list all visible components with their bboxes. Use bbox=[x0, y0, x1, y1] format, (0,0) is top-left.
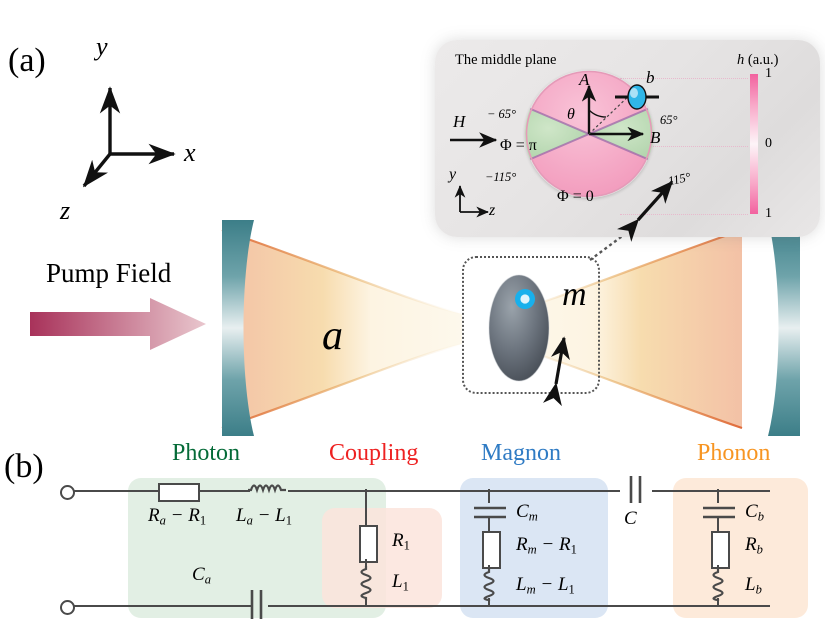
pump-field-arrow bbox=[30, 298, 206, 350]
colorbar-unit: (a.u.) bbox=[747, 52, 779, 68]
colorbar bbox=[750, 74, 758, 214]
wire-phonon-mid2 bbox=[717, 565, 720, 571]
cavity-beam bbox=[221, 228, 463, 430]
section-title-phonon: Phonon bbox=[697, 440, 771, 466]
colorbar-guide-bottom bbox=[620, 214, 748, 215]
label-coupling-inductor: L1 bbox=[392, 571, 409, 594]
panel-b-label: (b) bbox=[4, 448, 44, 485]
component-photon-capacitor bbox=[250, 590, 263, 619]
coordinate-axes bbox=[82, 86, 176, 188]
inset-axis-B: B bbox=[650, 128, 661, 147]
inset-b-label: b bbox=[646, 68, 655, 87]
inset-H-label: H bbox=[453, 112, 466, 131]
wire-magnon-mid1 bbox=[488, 517, 491, 531]
magnon-label: m bbox=[562, 276, 587, 313]
inset-b-particle bbox=[615, 84, 659, 110]
inset-H-arrow bbox=[450, 132, 498, 148]
component-photon-resistor bbox=[158, 483, 200, 502]
section-title-magnon: Magnon bbox=[481, 440, 561, 466]
wire-magnon-bottom bbox=[488, 598, 491, 606]
label-magnon-inductor: Lm − L1 bbox=[516, 574, 575, 597]
component-photon-inductor bbox=[248, 484, 286, 494]
cavity-mirror-right bbox=[768, 220, 800, 436]
wire-bottom-1 bbox=[73, 604, 251, 607]
wire-top-1 bbox=[73, 489, 160, 492]
colorbar-guide-mid bbox=[620, 146, 748, 147]
inset-theta-label: θ bbox=[567, 106, 575, 123]
label-photon-capacitor: Ca bbox=[192, 564, 211, 587]
label-magnon-capacitor: Cm bbox=[516, 501, 538, 524]
inset-AB-axes bbox=[581, 84, 645, 142]
wire-bottom-2 bbox=[268, 604, 770, 607]
pump-field-label: Pump Field bbox=[46, 258, 172, 288]
wire-coupling-top bbox=[365, 489, 368, 525]
component-magnon-resistor bbox=[482, 531, 501, 569]
label-phonon-capacitor: Cb bbox=[745, 501, 764, 524]
wire-top-4 bbox=[484, 489, 620, 492]
inset-axis-A: A bbox=[579, 70, 590, 89]
colorbar-tick-top: 1 bbox=[765, 66, 772, 81]
wire-top-5 bbox=[652, 489, 770, 492]
inset-phase-pi: Φ = π bbox=[500, 137, 537, 154]
label-phonon-resistor: Rb bbox=[745, 534, 763, 557]
wire-magnon-mid2 bbox=[488, 565, 491, 571]
colorbar-tick-mid: 0 bbox=[765, 136, 772, 151]
label-series-capacitor: C bbox=[624, 508, 637, 529]
label-magnon-resistor: Rm − R1 bbox=[516, 534, 577, 557]
component-coupling-inductor bbox=[360, 566, 372, 600]
inset-mini-axis-z: z bbox=[489, 202, 496, 219]
component-series-capacitor bbox=[629, 476, 642, 503]
colorbar-guide-top bbox=[620, 78, 748, 79]
inset-angle-upper-left: − 65° bbox=[487, 107, 517, 121]
colorbar-title: h (a.u.) bbox=[737, 52, 779, 68]
wire-coupling-bottom bbox=[365, 598, 368, 606]
component-phonon-inductor bbox=[712, 569, 724, 602]
terminal-top-left bbox=[60, 485, 75, 500]
section-title-photon: Photon bbox=[172, 440, 241, 466]
inset-phase-zero: Φ = 0 bbox=[557, 188, 594, 205]
phonon-section-box bbox=[673, 478, 808, 618]
terminal-bottom-left bbox=[60, 600, 75, 615]
label-photon-resistor: Ra − R1 bbox=[148, 505, 207, 528]
magnon-region-box bbox=[462, 256, 600, 394]
coupling-section-box bbox=[322, 508, 442, 608]
phonon-vibration-arrow bbox=[542, 336, 570, 407]
label-coupling-resistor: R1 bbox=[392, 530, 410, 553]
wire-phonon-top bbox=[717, 489, 720, 503]
inset-angle-lower-left: −115° bbox=[485, 170, 517, 184]
wire-top-2 bbox=[198, 489, 250, 492]
inset-mini-axes bbox=[454, 185, 489, 218]
colorbar-tick-bottom: 1 bbox=[765, 206, 772, 221]
wire-top-3 bbox=[288, 489, 484, 492]
component-coupling-resistor bbox=[359, 525, 378, 563]
wire-phonon-mid1 bbox=[717, 517, 720, 531]
axis-label-x: x bbox=[184, 138, 196, 167]
cavity-mirror-left bbox=[222, 220, 254, 436]
inset-angle-upper-right: 65° bbox=[660, 113, 678, 127]
wire-magnon-top bbox=[488, 489, 491, 503]
cavity-mode-label: a bbox=[322, 313, 343, 359]
axis-label-y: y bbox=[96, 32, 108, 61]
wire-phonon-bottom bbox=[717, 598, 720, 606]
inset-115-double-arrow bbox=[616, 180, 674, 242]
wire-coupling-mid bbox=[365, 559, 368, 569]
label-photon-inductor: La − L1 bbox=[236, 505, 293, 528]
component-magnon-inductor bbox=[483, 569, 495, 602]
component-phonon-resistor bbox=[711, 531, 730, 569]
section-title-coupling: Coupling bbox=[329, 440, 419, 466]
panel-a-label: (a) bbox=[8, 42, 46, 79]
label-phonon-inductor: Lb bbox=[745, 574, 762, 597]
magnon-mode-dot-icon bbox=[515, 289, 535, 309]
inset-title: The middle plane bbox=[455, 52, 557, 68]
axis-label-z: z bbox=[60, 196, 71, 225]
inset-mini-axis-y: y bbox=[449, 166, 457, 183]
